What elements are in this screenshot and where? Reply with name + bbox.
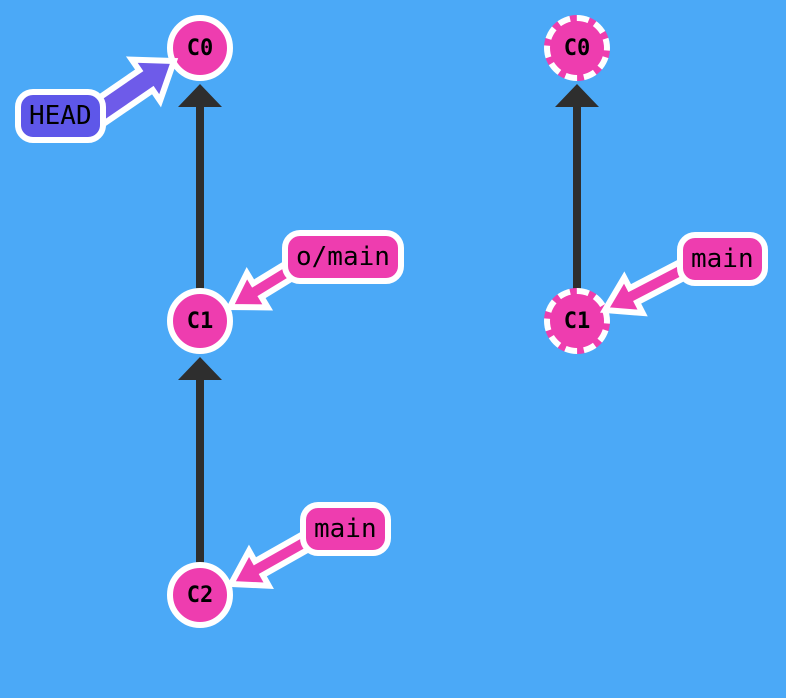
commit-id: C0 <box>186 35 214 61</box>
commit-node-c1-right: C1 <box>544 288 610 354</box>
edge-left-c1-to-c0 <box>178 84 222 290</box>
ref-label-text: HEAD <box>29 101 92 131</box>
edge-right-c1-to-c0 <box>555 84 599 290</box>
branch-label-main-left: main <box>300 502 391 556</box>
commit-node-c0-right: C0 <box>544 15 610 81</box>
edge-arrowhead-icon <box>178 84 222 107</box>
edge-arrowhead-icon <box>555 84 599 107</box>
commit-id: C1 <box>186 308 214 334</box>
commit-id: C1 <box>563 308 591 334</box>
ref-label-text: o/main <box>296 242 390 272</box>
edge-left-c2-to-c1 <box>178 357 222 563</box>
commit-id: C0 <box>563 35 591 61</box>
head-ref-label: HEAD <box>15 89 106 143</box>
remote-branch-label-omain: o/main <box>282 230 404 284</box>
commit-node-c0-left: C0 <box>167 15 233 81</box>
commit-node-c1-left: C1 <box>167 288 233 354</box>
ref-label-text: main <box>691 244 754 274</box>
edge-arrowhead-icon <box>178 357 222 380</box>
ref-label-text: main <box>314 514 377 544</box>
commit-node-c2-left: C2 <box>167 562 233 628</box>
branch-label-main-right: main <box>677 232 768 286</box>
commit-id: C2 <box>186 582 214 608</box>
